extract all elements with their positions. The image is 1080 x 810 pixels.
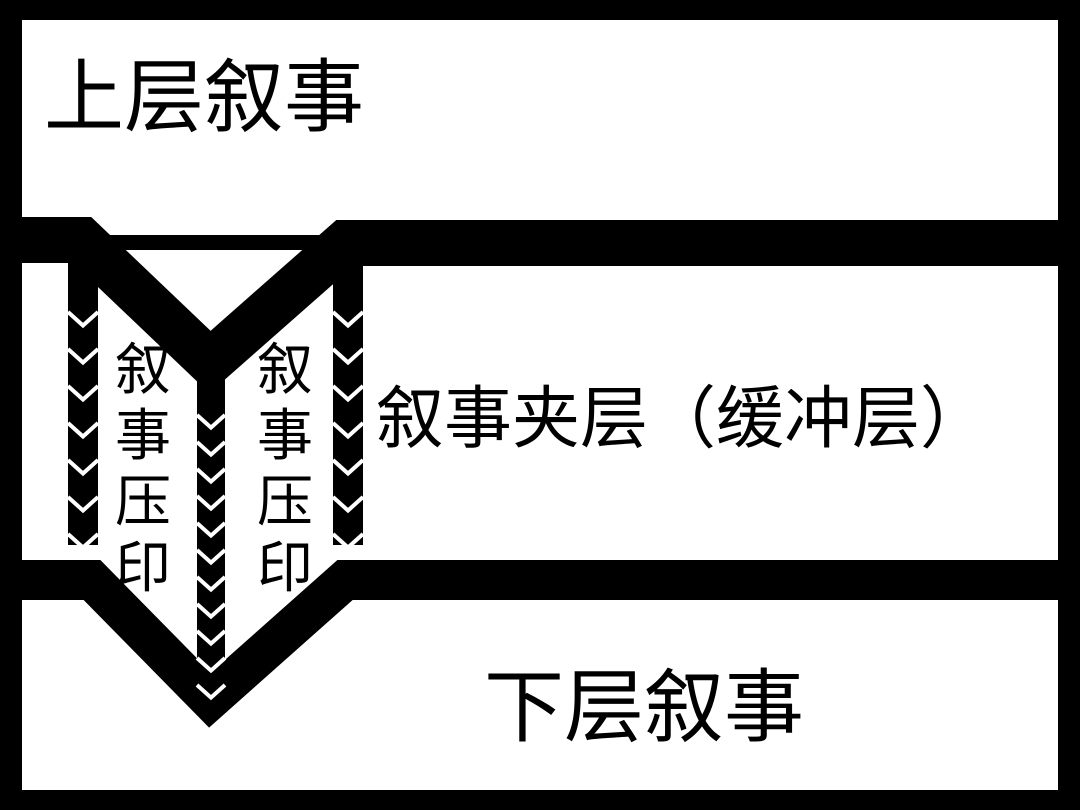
chevron-down-icon bbox=[195, 629, 227, 647]
lower-layer-label: 下层叙事 bbox=[484, 661, 804, 754]
middle-layer-panel bbox=[22, 250, 1058, 580]
chevron-markers bbox=[66, 310, 365, 701]
imprint-right-char: 印 bbox=[257, 536, 313, 601]
chevron-down-icon bbox=[66, 310, 100, 329]
chevron-down-icon bbox=[331, 458, 365, 477]
center-imprint-column bbox=[197, 360, 225, 700]
chevron-down-icon bbox=[66, 384, 100, 403]
imprint-left-char: 事 bbox=[115, 404, 171, 469]
middle-layer-label: 叙事夹层（缓冲层） bbox=[376, 380, 989, 459]
chevron-down-icon bbox=[195, 548, 227, 566]
imprint-right-char: 叙 bbox=[257, 338, 313, 403]
chevron-down-icon bbox=[66, 495, 100, 514]
chevron-down-icon bbox=[331, 347, 365, 366]
imprint-left-char: 压 bbox=[115, 470, 171, 535]
chevron-down-icon bbox=[331, 495, 365, 514]
chevron-down-icon bbox=[195, 575, 227, 593]
imprint-left-label: 叙 事 压 印 bbox=[113, 338, 173, 602]
chevron-down-icon bbox=[195, 656, 227, 674]
chevron-down-icon bbox=[331, 310, 365, 329]
chevron-down-icon bbox=[195, 602, 227, 620]
upper-layer-panel bbox=[22, 20, 1058, 235]
chevron-down-icon bbox=[195, 521, 227, 539]
imprint-left-char: 印 bbox=[115, 536, 171, 601]
chevron-down-icon bbox=[66, 532, 100, 551]
chevron-down-icon bbox=[195, 683, 227, 701]
imprint-right-label: 叙 事 压 印 bbox=[255, 338, 315, 602]
imprint-right-char: 事 bbox=[257, 404, 313, 469]
chevron-down-icon bbox=[195, 494, 227, 512]
chevron-down-icon bbox=[195, 467, 227, 485]
chevron-down-icon bbox=[66, 458, 100, 477]
chevron-down-icon bbox=[66, 347, 100, 366]
chevron-down-icon bbox=[331, 384, 365, 403]
chevron-down-icon bbox=[66, 421, 100, 440]
chevron-down-icon bbox=[195, 440, 227, 458]
chevron-down-icon bbox=[195, 413, 227, 431]
imprint-left-char: 叙 bbox=[115, 338, 171, 403]
chevron-down-icon bbox=[331, 421, 365, 440]
imprint-right-char: 压 bbox=[257, 470, 313, 535]
chevron-down-icon bbox=[331, 532, 365, 551]
upper-layer-label: 上层叙事 bbox=[44, 51, 364, 144]
